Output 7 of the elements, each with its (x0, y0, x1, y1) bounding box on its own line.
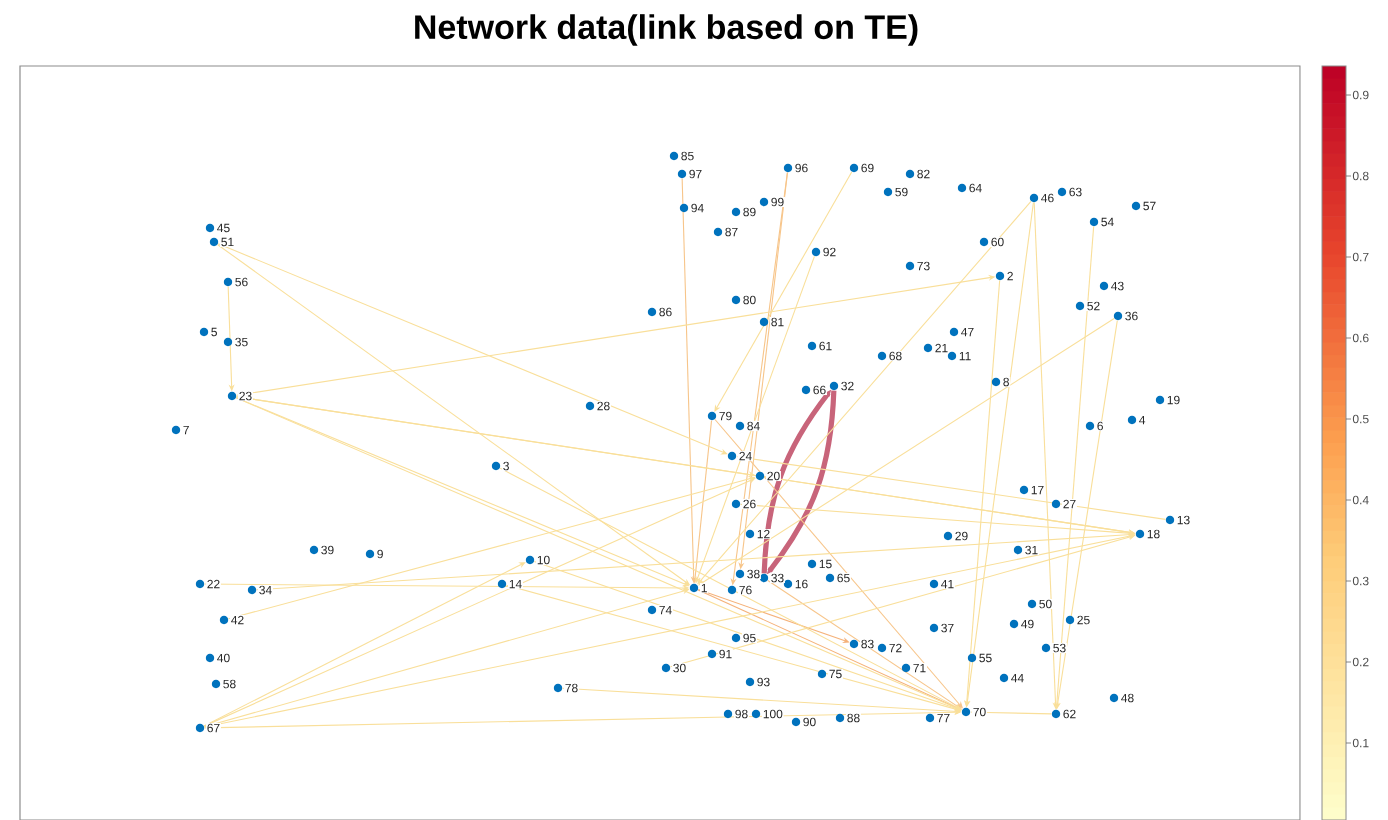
arrow (203, 477, 756, 727)
arrow (697, 200, 1032, 585)
arrow (714, 171, 853, 412)
arrow (235, 397, 962, 711)
arrow (203, 562, 526, 727)
arrow (499, 467, 962, 710)
chart-title: Network data(link based on TE) (415, 14, 918, 46)
